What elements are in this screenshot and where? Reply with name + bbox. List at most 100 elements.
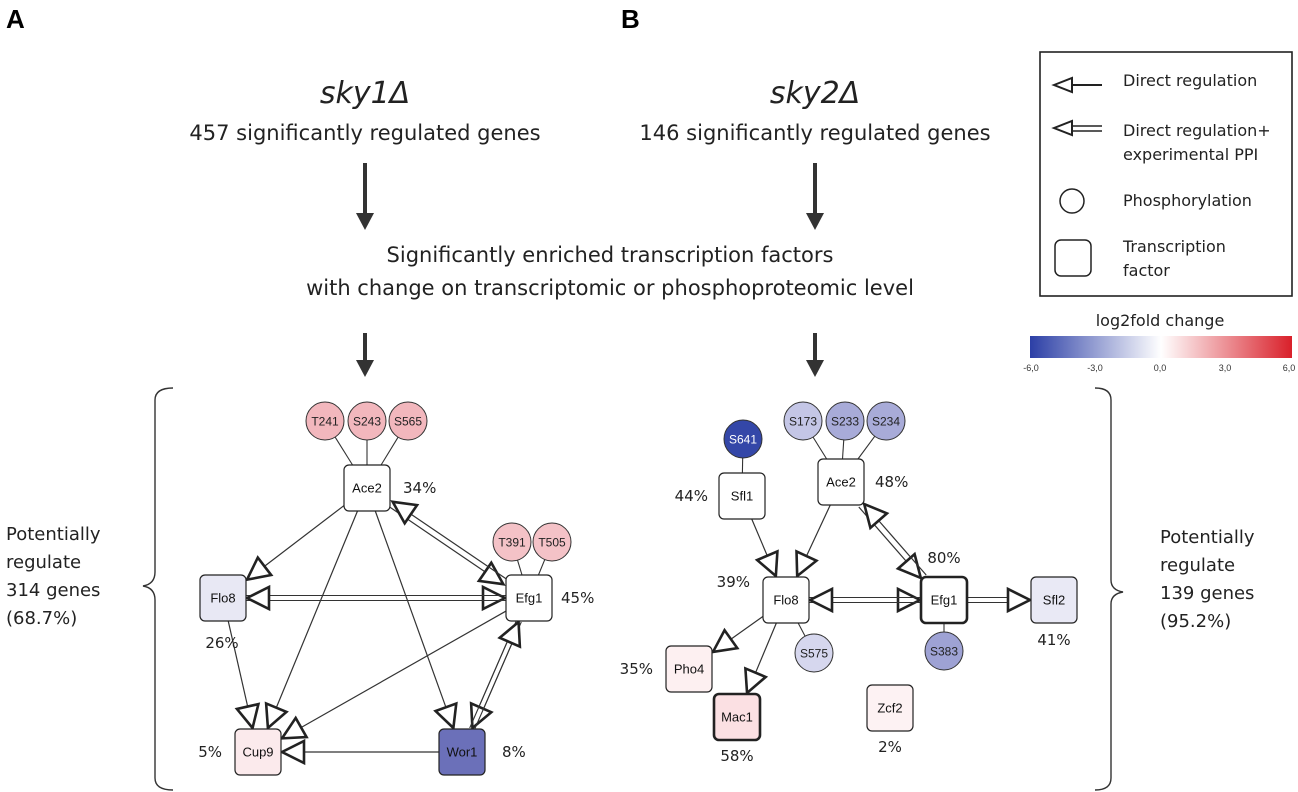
panel-b-title: sky2Δ [770,76,860,111]
side-text-a-4: (68.7%) [6,608,77,629]
network_b-arrowhead-ace2-to-efg1 [895,551,923,581]
network_a-edge-efg1-to-flo8 [244,584,506,612]
network_b-site-link-s234 [857,435,876,460]
network_a-node-box-flo8 [199,574,247,622]
network_a-arrowhead-flo8-to-cup9 [234,702,261,731]
network_a-edge-efg1-to-cup9 [279,610,507,740]
network_a-edge-wor1-to-efg1 [469,619,522,731]
network_a-site-label-s565: S565 [394,415,422,429]
network_a-arrowhead-ace2-to-cup9 [264,701,289,731]
side-text-b-4: (95.2%) [1160,611,1231,632]
network_b-node-pct-zcf2: 2% [878,738,902,756]
panel-a-gene-count: 457 significantly regulated genes [189,121,540,145]
network_b-node-box-pho4 [665,645,713,693]
flow-arrow-a2 [356,333,374,377]
network_a-edges [227,500,522,766]
network_a-node-pct-flo8: 26% [205,634,238,652]
network_b-site-s641 [723,419,763,459]
brace-left [142,387,174,791]
network_b-edge-flo8-to-pho4 [710,615,764,654]
network_b-node-pct-pho4: 35% [620,660,653,678]
network_a-edge-flo8-to-cup9 [227,620,261,731]
network_a-arrowhead-efg1-to-cup9 [279,715,309,740]
network_b-arrowhead-efg1-to-sfl2 [1006,586,1033,614]
side-text-a-3: 314 genes [6,580,100,601]
panel-a-letter: A [6,4,25,34]
network_b-node-box-efg1 [919,575,969,625]
network_a-site-t241 [305,401,345,441]
network_b-node-label-zcf2: Zcf2 [877,701,902,716]
network_b-edge-ace2-to-flo8 [795,504,831,579]
network_b-edge-sfl1-to-flo8 [751,518,779,579]
network_a-arrowhead-ace2-to-efg1 [476,560,506,586]
network_b-arrowhead-flo8-to-efg1 [896,586,923,614]
network_a-site-label-t505: T505 [538,536,566,550]
network_a-arrowhead-ace2-to-wor1 [433,701,458,731]
legend: Direct regulation Direct regulation+ exp… [1039,51,1293,297]
network_a-edge-ace2-to-wor1 [374,510,458,731]
network_b-site-label-s173: S173 [789,415,817,429]
network_b-node-box-flo8 [762,576,810,624]
legend-single-arrow-icon [1051,76,1102,94]
network_b-site-s173 [783,401,823,441]
network_a-node-label-ace2: Ace2 [352,481,382,496]
scale-tick-2: -3,0 [1087,363,1103,373]
scale-tick-4: 3,0 [1219,363,1232,373]
network_a-arrowhead-efg1-to-flo8 [244,584,271,612]
network_b-arrowhead-flo8-to-mac1 [743,666,769,696]
scale-tick-5: 6,0 [1283,363,1296,373]
network_b-site-label-s234: S234 [872,415,900,429]
network_a-node-label-cup9: Cup9 [242,745,273,760]
network_a-node-cup9: Cup9 5% [198,728,282,776]
network_a-node-label-wor1: Wor1 [447,745,478,760]
network_b-node-box-zcf2 [866,684,914,732]
side-text-a: Potentially regulate 314 genes (68.7%) [6,524,101,629]
network_b-node-pct-mac1: 58% [720,747,753,765]
network_b-node-box-mac1 [712,692,762,742]
network_a-node-pct-wor1: 8% [502,743,526,761]
network_a-edge-ace2-to-flo8 [244,505,345,582]
network_a-site-t391 [492,522,532,562]
network_a-edge-flo8-to-efg1 [246,584,508,612]
side-text-b-2: regulate [1160,555,1235,576]
network_a-node-wor1: Wor1 8% [438,728,526,776]
network_a-edge-efg1-to-ace2 [390,500,509,581]
network_b-node-label-mac1: Mac1 [721,710,753,725]
network_a-site-t505 [532,522,572,562]
network_b-node-box-ace2 [817,458,865,506]
legend-square-icon [1054,239,1092,277]
side-text-b: Potentially regulate 139 genes (95.2%) [1160,527,1255,632]
network_a-site-label-s243: S243 [353,415,381,429]
side-text-a-1: Potentially [6,524,101,545]
network_a-edge-ace2-to-cup9 [264,510,359,731]
network_b-node-box-sfl2 [1030,576,1078,624]
network_a-arrowhead-wor1-to-cup9 [279,738,306,766]
network_b-node-pct-efg1: 80% [927,549,960,567]
network_a-arrowhead-ace2-to-flo8 [244,555,274,582]
network_a-site-s243 [347,401,387,441]
legend-label-ppi-2: experimental PPI [1123,145,1258,164]
center-text-line-1: Significantly enriched transcription fac… [387,243,834,267]
network_b-node-mac1: Mac1 58% [712,692,762,765]
network_b-node-pct-sfl1: 44% [675,487,708,505]
network_a-site-link-t505 [537,559,546,576]
network_b-site-s233 [825,401,865,441]
network_b-site-link-s575 [797,622,806,637]
network_b-edges [710,501,1033,696]
network_b-node-pct-flo8: 39% [717,573,750,591]
network_b-edge-flo8-to-mac1 [743,622,777,696]
network_a-node-pct-cup9: 5% [198,743,222,761]
network_b-node-label-sfl1: Sfl1 [731,489,753,504]
side-text-a-2: regulate [6,552,81,573]
network_b-site-s575 [794,633,834,673]
network_a-node-box-efg1 [505,574,553,622]
